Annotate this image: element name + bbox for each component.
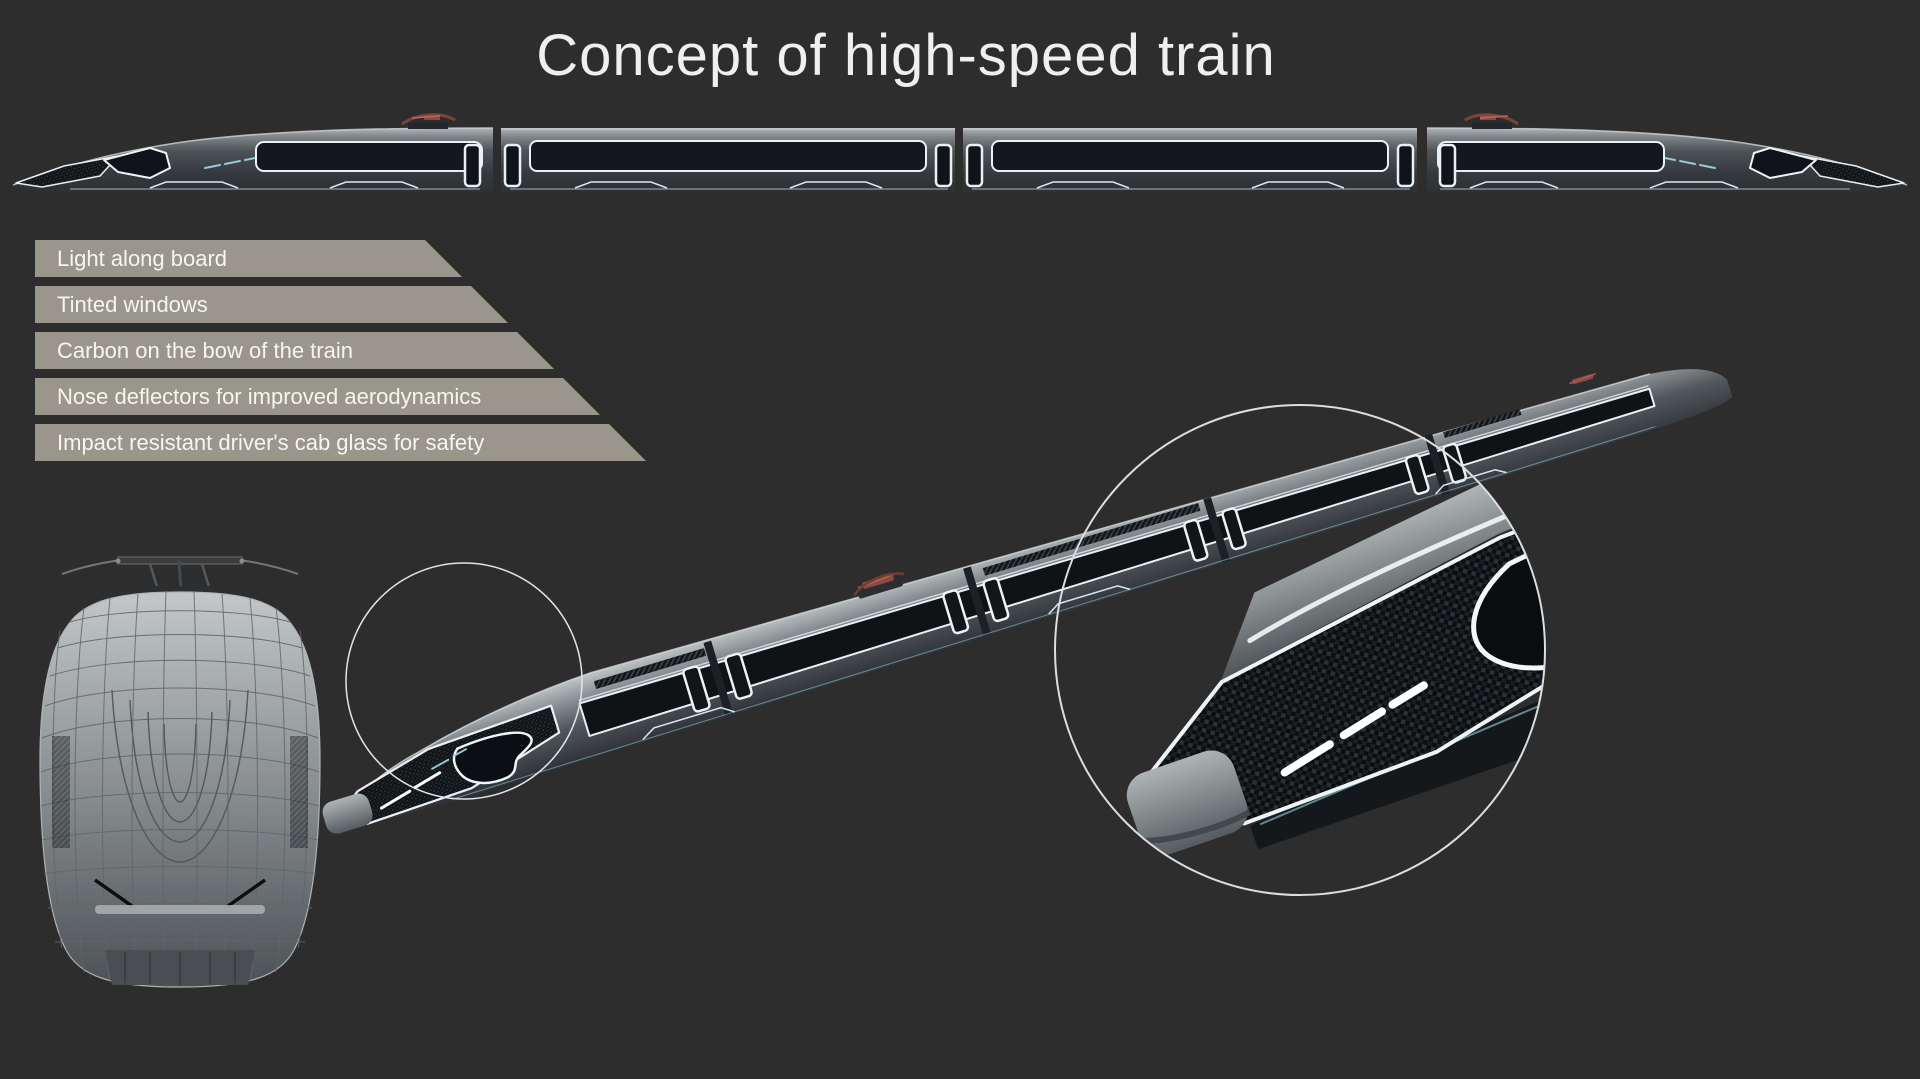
nose-highlight-circle bbox=[345, 562, 583, 800]
callout-bar-glass: Impact resistant driver's cab glass for … bbox=[35, 424, 646, 461]
callout-bar-windows: Tinted windows bbox=[35, 286, 508, 323]
pantograph-icon bbox=[1464, 113, 1519, 129]
front-wireframe-view bbox=[39, 556, 321, 988]
side-car-head-right bbox=[1426, 113, 1908, 193]
front-pantograph-icon bbox=[61, 556, 299, 594]
nose-3d bbox=[322, 704, 561, 834]
page-title: Concept of high-speed train bbox=[536, 23, 1276, 88]
nose-detail-circle bbox=[1054, 404, 1546, 896]
callout-bar-light: Light along board bbox=[35, 240, 462, 277]
callout-label: Impact resistant driver's cab glass for … bbox=[57, 430, 485, 455]
callout-bar-carbon: Carbon on the bow of the train bbox=[35, 332, 554, 369]
side-profile-view bbox=[12, 113, 1908, 193]
callout-label: Tinted windows bbox=[57, 292, 208, 317]
callout-bar-deflectors: Nose deflectors for improved aerodynamic… bbox=[35, 378, 600, 415]
callout-label: Carbon on the bow of the train bbox=[57, 338, 353, 363]
roof-pantograph-icon bbox=[1568, 372, 1601, 393]
side-car-middle-1 bbox=[501, 128, 955, 193]
roof-pantograph-icon bbox=[853, 571, 905, 599]
side-car-head-left bbox=[12, 113, 494, 193]
perspective-view bbox=[322, 369, 1733, 834]
callout-label: Light along board bbox=[57, 246, 228, 271]
side-car-middle-2 bbox=[963, 128, 1417, 193]
pantograph-icon bbox=[401, 113, 456, 129]
callout-label: Nose deflectors for improved aerodynamic… bbox=[57, 384, 482, 409]
car-junctions bbox=[682, 433, 1468, 716]
